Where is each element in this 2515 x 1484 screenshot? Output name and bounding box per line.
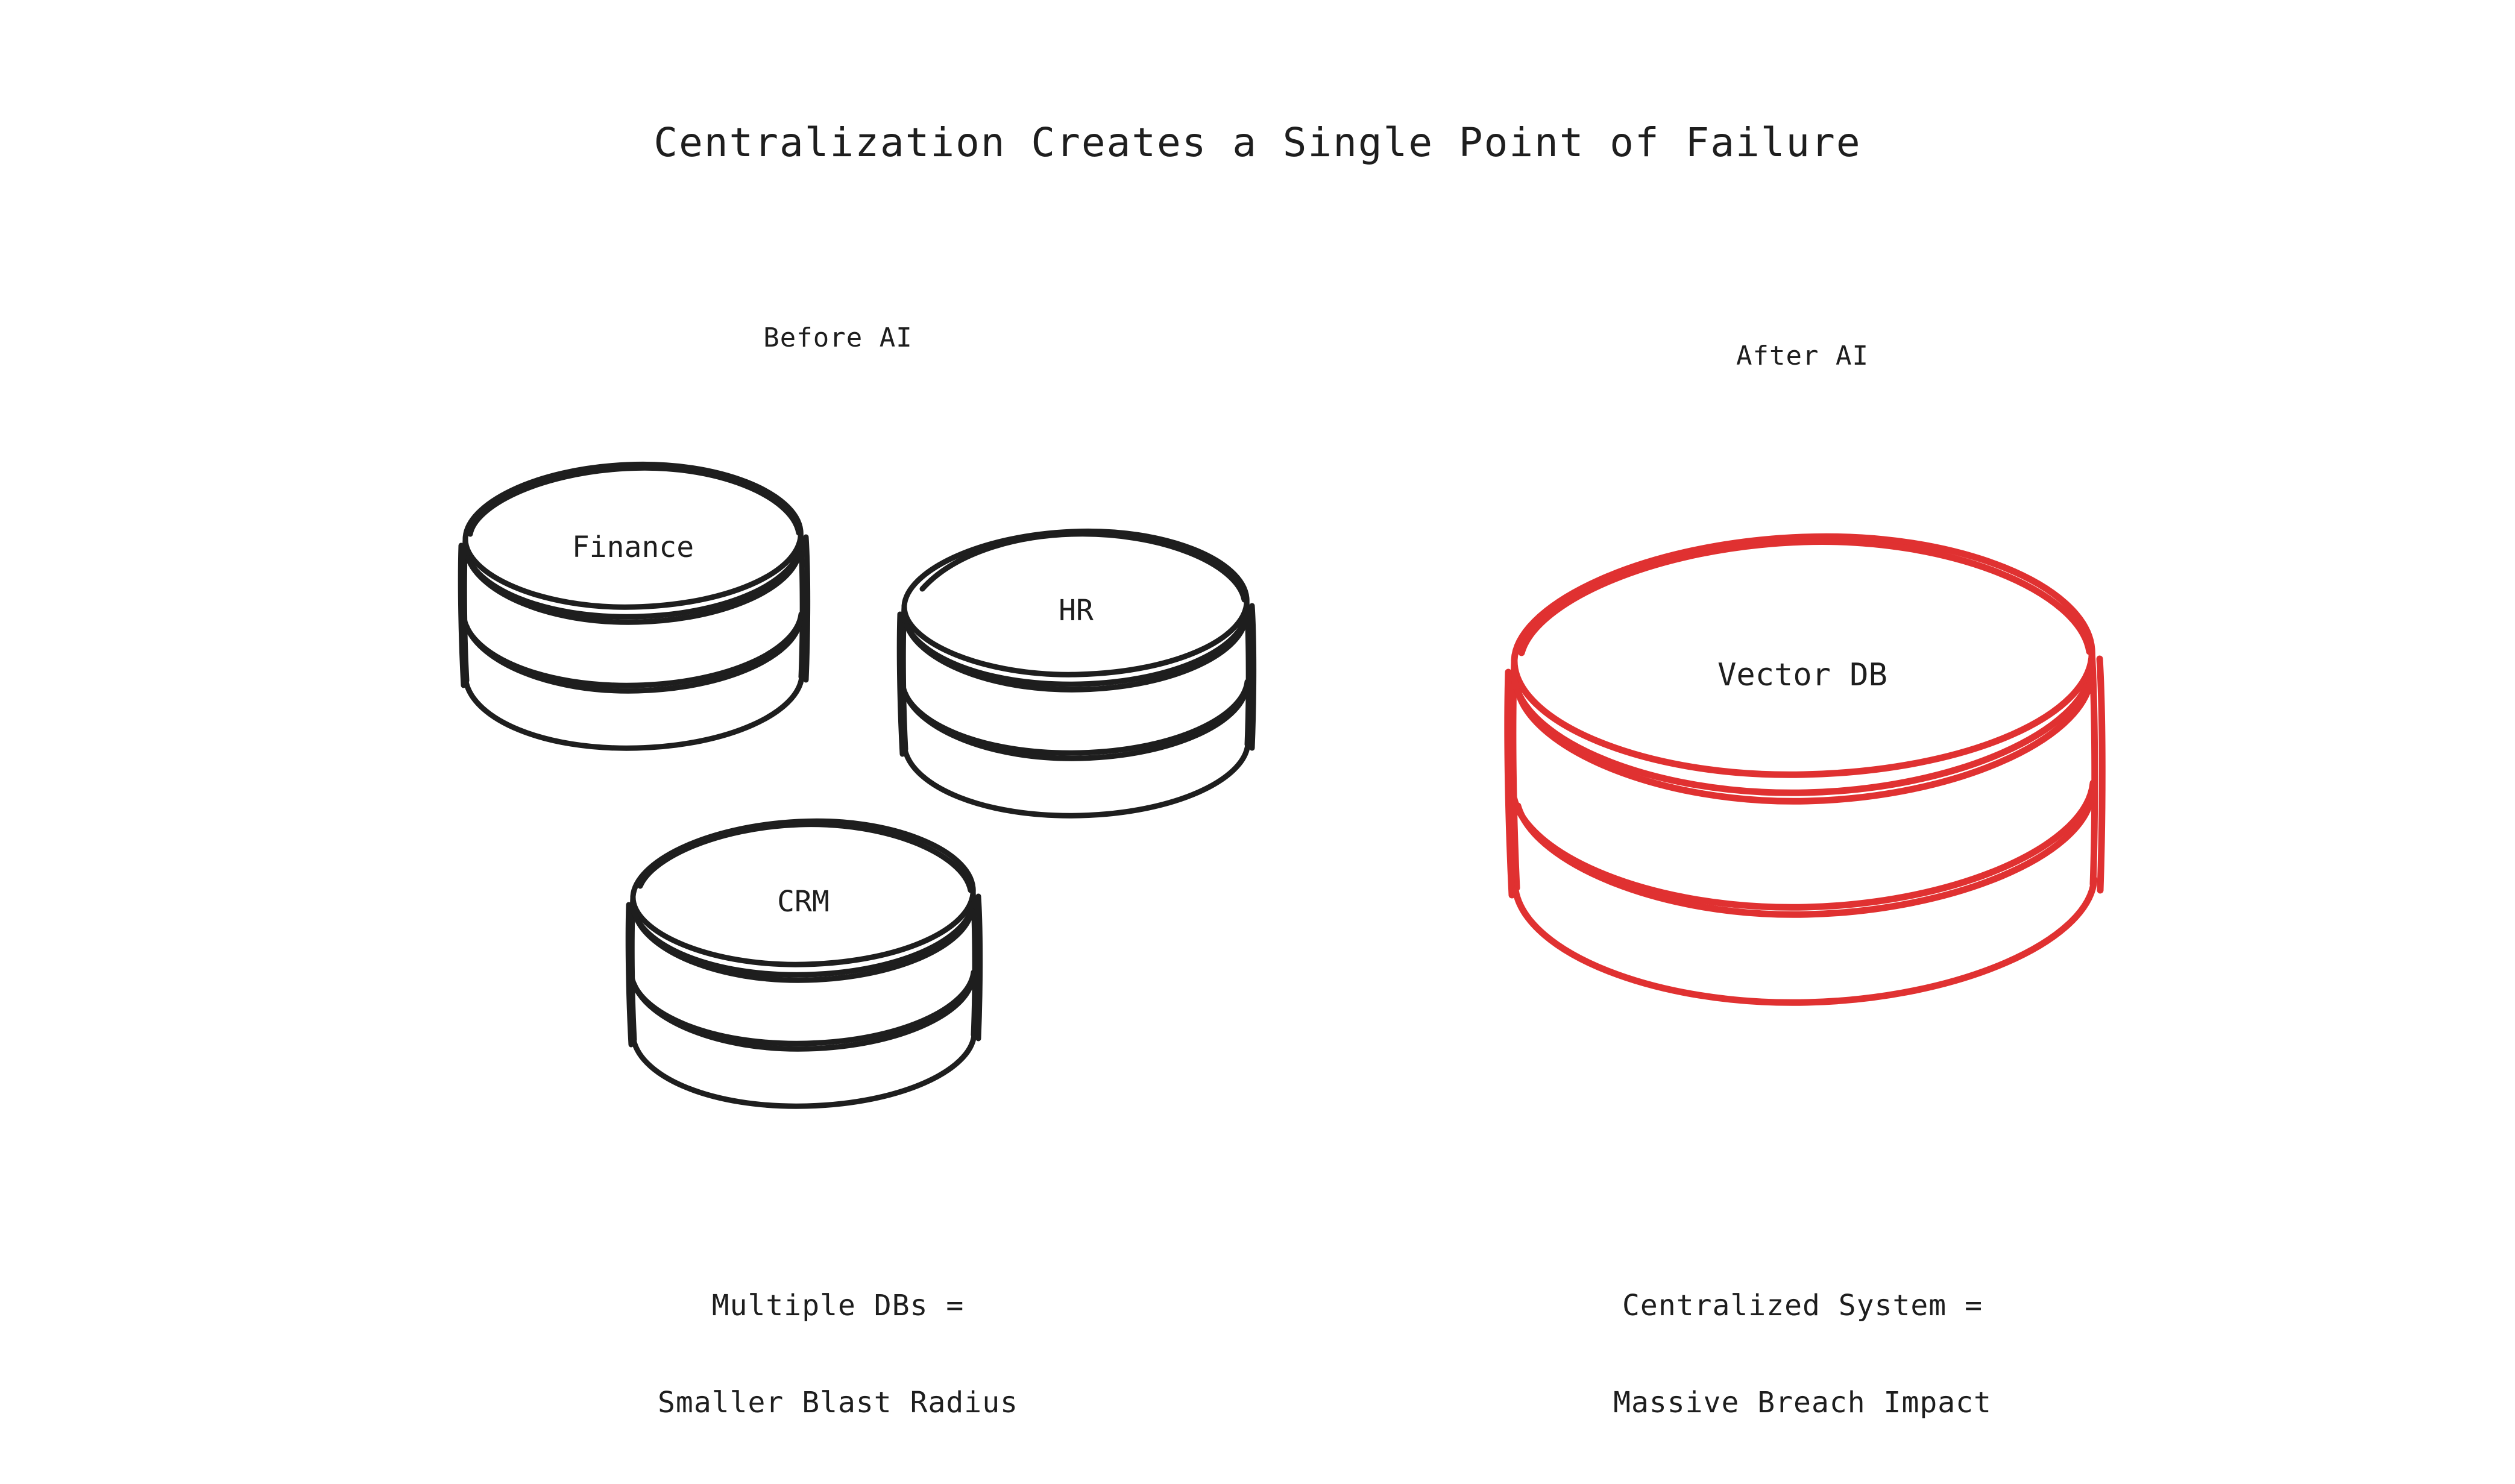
crm-cylinder-shape [625, 818, 983, 1109]
diagram-canvas: Centralization Creates a Single Point of… [446, 119, 2106, 1419]
database-cylinder-finance[interactable] [446, 449, 820, 756]
caption-before-ai: Multiple DBs = Smaller Blast Radius [537, 1225, 1139, 1484]
caption-before-line-1: Multiple DBs = [711, 1288, 965, 1322]
database-cylinder-hr[interactable] [886, 515, 1266, 819]
caption-before-line-2: Smaller Blast Radius [658, 1385, 1018, 1420]
database-cylinder-vector-db[interactable] [1501, 515, 2106, 1010]
hr-cylinder-shape [896, 528, 1257, 819]
caption-after-line-2: Massive Breach Impact [1613, 1385, 1992, 1420]
column-label-after-ai: After AI [1736, 341, 1869, 371]
database-cylinder-crm[interactable] [615, 805, 992, 1112]
vector-db-cylinder-shape [1504, 533, 2106, 1006]
finance-cylinder-shape [458, 461, 811, 751]
column-label-before-ai: Before AI [763, 322, 913, 353]
caption-after-ai: Centralized System = Massive Breach Impa… [1501, 1225, 2104, 1484]
caption-after-line-1: Centralized System = [1622, 1288, 1983, 1322]
page-title: Centralization Creates a Single Point of… [653, 119, 1862, 166]
